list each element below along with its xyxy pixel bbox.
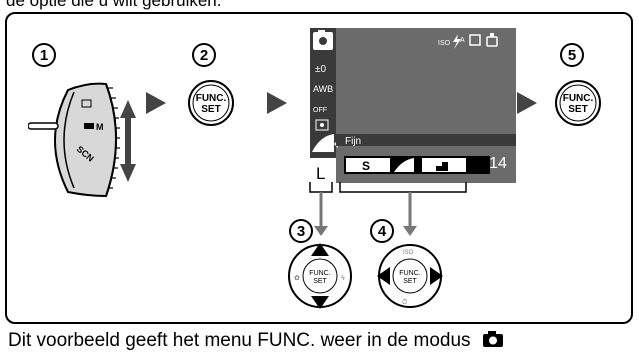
exposure-comp-label: ±0: [315, 64, 326, 75]
svg-text:FUNC.: FUNC.: [309, 270, 330, 277]
step-1-marker: 1: [32, 43, 56, 67]
fine-icon: [394, 158, 414, 172]
flash-auto-icon: [453, 34, 461, 49]
svg-text:ISO: ISO: [403, 250, 414, 256]
svg-text:ϟ: ϟ: [341, 275, 345, 282]
step-4-marker: 4: [370, 219, 394, 243]
normal-icon: [436, 162, 448, 171]
svg-text:A: A: [460, 37, 465, 44]
bottom-caption: Dit voorbeeld geeft het menu FUNC. weer …: [8, 330, 504, 352]
svg-text:FUNC.: FUNC.: [399, 270, 420, 277]
svg-text:SET: SET: [313, 278, 327, 285]
svg-text:✿: ✿: [294, 275, 300, 282]
arrow-right-icon: [517, 92, 537, 114]
iso-auto-icon: ISO: [438, 40, 451, 47]
lcd-screen: ±0 AWB OFF L ISO A Fijn S 14: [310, 28, 516, 183]
step-connectors: [309, 182, 467, 236]
step-2-marker: 2: [192, 43, 216, 67]
arrow-right-icon: [267, 92, 287, 114]
bottom-caption-text: Dit voorbeeld geeft het menu FUNC. weer …: [8, 330, 471, 351]
metering-icon: [315, 119, 329, 131]
func-set-button-icon: FUNC. SET: [188, 80, 234, 126]
dial-label-m: M: [96, 122, 104, 132]
flash-off-label: OFF: [313, 107, 327, 114]
drive-single-icon: [469, 34, 481, 46]
controller-up-down-icon: FUNC. SET ✿ ϟ: [288, 243, 352, 309]
step-3-marker: 3: [289, 219, 313, 243]
step-5-marker: 5: [560, 43, 584, 67]
svg-text:SET: SET: [568, 104, 587, 115]
top-caption: de optie die u wilt gebruiken.: [6, 0, 222, 10]
quality-label: Fijn: [345, 136, 361, 147]
arrow-right-icon: [146, 92, 166, 114]
controller-left-right-icon: FUNC. SET ISO ⏱: [377, 244, 443, 308]
svg-text:⏱: ⏱: [402, 298, 408, 306]
superfine-icon: S: [362, 159, 370, 173]
svg-text:SET: SET: [403, 278, 417, 285]
shots-remaining: 14: [489, 155, 507, 172]
rotate-arrow-icon: [120, 100, 136, 182]
mode-dial-illustration: M SCN: [28, 82, 136, 198]
svg-text:SET: SET: [201, 104, 220, 115]
camera-mode-icon: [482, 331, 503, 347]
func-set-button-icon: FUNC. SET: [555, 80, 601, 126]
white-balance-label: AWB: [313, 84, 333, 94]
compression-icon: [312, 134, 334, 152]
svg-text:FUNC.: FUNC.: [563, 93, 594, 104]
svg-text:FUNC.: FUNC.: [196, 93, 227, 104]
resolution-label: L: [316, 164, 325, 183]
